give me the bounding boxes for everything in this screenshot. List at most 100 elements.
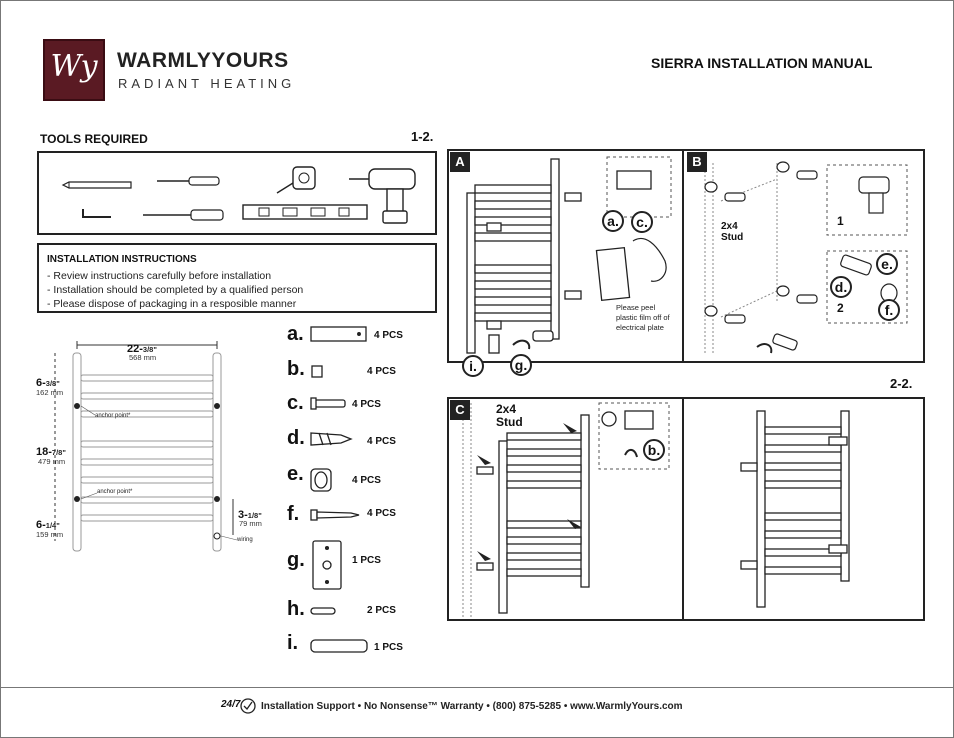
- part-qty: 4 PCS: [352, 475, 381, 486]
- part-qty: 1 PCS: [374, 642, 403, 653]
- small-screwdriver-icon: [157, 176, 220, 186]
- dim-width-fraction: 3/8": [142, 345, 157, 354]
- dim-right: 3-1/8": [238, 505, 262, 523]
- dim-middle-fraction: 7/8": [51, 448, 66, 457]
- dim-bottom-fraction: 1/4": [45, 521, 60, 530]
- instructions-box: INSTALLATION INSTRUCTIONS - Review instr…: [37, 243, 437, 313]
- part-c-screw-icon: [310, 397, 346, 410]
- dim-bottom: 6-1/4": [36, 515, 60, 533]
- support-badge: 24/7: [221, 699, 241, 710]
- brand-name: WARMLYYOURS: [117, 49, 289, 72]
- dim-top-mm: 162 mm: [36, 388, 64, 397]
- note-line: electrical plate: [616, 323, 664, 332]
- instructions-title: INSTALLATION INSTRUCTIONS: [47, 254, 197, 265]
- note-line: plastic film off of: [616, 313, 670, 322]
- level-icon: [242, 204, 368, 220]
- pencil-icon: [61, 181, 132, 189]
- panel-b-callout: d.: [830, 276, 852, 298]
- manual-title: SIERRA INSTALLATION MANUAL: [651, 55, 873, 71]
- tools-box: [37, 151, 437, 235]
- tools-illustration: [61, 166, 416, 224]
- step-2-label: 2-2.: [890, 376, 913, 391]
- panel-c-frame: [447, 397, 925, 621]
- part-a-bracket-icon: [310, 326, 367, 342]
- panel-c-tag: C: [450, 400, 470, 420]
- step-1-label: 1-2.: [411, 129, 434, 144]
- panel-b-tag: B: [687, 152, 707, 172]
- part-f-long-screw-icon: [310, 509, 360, 521]
- part-d-anchor-icon: [310, 432, 353, 446]
- stud-word: Stud: [721, 232, 744, 243]
- part-label: g.: [287, 549, 305, 571]
- dim-middle-mm: 479 mm: [38, 457, 66, 466]
- instruction-line: - Please dispose of packaging in a respo…: [47, 298, 297, 310]
- dim-right-fraction: 1/8": [247, 511, 262, 520]
- part-e-spacer-icon: [310, 468, 332, 492]
- panel-a-callout: g.: [510, 354, 532, 376]
- panel-a-callout: a.: [602, 210, 624, 232]
- dim-width: 22-3/8": [127, 339, 157, 357]
- stud-size: 2x4: [496, 402, 517, 416]
- logo-monogram: Wy: [50, 49, 98, 84]
- dim-top: 6-3/8": [36, 373, 60, 391]
- panel-b-callout: e.: [876, 253, 898, 275]
- part-label: b.: [287, 358, 305, 380]
- part-label: i.: [287, 632, 299, 654]
- note-line: Please peel: [616, 303, 656, 312]
- panel-divider: [682, 397, 684, 621]
- part-qty: 4 PCS: [367, 436, 396, 447]
- panel-b-callout: f.: [878, 299, 900, 321]
- dim-right-mm: 79 mm: [239, 519, 262, 528]
- footer-divider: [1, 687, 954, 688]
- panel-b-step-number: 2: [837, 301, 844, 315]
- part-qty: 4 PCS: [367, 366, 396, 377]
- part-label: e.: [287, 463, 304, 485]
- dim-right-inches: 3-: [238, 509, 248, 521]
- tools-heading: TOOLS REQUIRED: [40, 132, 148, 146]
- part-label: c.: [287, 392, 304, 414]
- allen-key-icon: [82, 209, 111, 218]
- dim-width-inches: 22-: [127, 343, 143, 355]
- panel-divider: [682, 149, 684, 363]
- dim-middle: 18-7/8": [36, 442, 66, 460]
- panel-c-callout: b.: [643, 439, 665, 461]
- part-h-plug-icon: [310, 607, 336, 615]
- panel-a-callout: i.: [462, 355, 484, 377]
- instruction-line: - Installation should be completed by a …: [47, 284, 304, 296]
- brand-logo: Wy: [43, 39, 105, 101]
- part-label: h.: [287, 598, 305, 620]
- part-qty: 2 PCS: [367, 605, 396, 616]
- large-screwdriver-icon: [143, 209, 224, 221]
- dim-width-mm: 568 mm: [129, 353, 157, 362]
- panel-a-note: Please peel plastic film off of electric…: [616, 303, 670, 333]
- dim-bottom-inches: 6-: [36, 519, 46, 531]
- part-g-electrical-plate-icon: [312, 540, 342, 590]
- anchor-point-label: anchor point*: [97, 489, 133, 495]
- panel-c-stud-label: 2x4 Stud: [496, 403, 523, 429]
- footer-contact: Installation Support • No Nonsense™ Warr…: [261, 701, 683, 712]
- anchor-point-label: anchor point*: [95, 413, 131, 419]
- wiring-label: wiring: [237, 537, 253, 543]
- dim-bottom-mm: 159 mm: [36, 530, 64, 539]
- part-b-setscrew-icon: [311, 365, 323, 378]
- panel-b-step-number: 1: [837, 214, 844, 228]
- part-qty: 4 PCS: [374, 330, 403, 341]
- part-qty: 4 PCS: [367, 508, 396, 519]
- dim-top-inches: 6-: [36, 377, 46, 389]
- panel-a-callout: c.: [631, 211, 653, 233]
- panel-ab-frame: [447, 149, 925, 363]
- dim-middle-inches: 18-: [36, 446, 52, 458]
- stud-word: Stud: [496, 415, 523, 429]
- brand-tagline: RADIANT HEATING: [118, 76, 296, 91]
- part-qty: 1 PCS: [352, 555, 381, 566]
- panel-a-tag: A: [450, 152, 470, 172]
- tape-measure-icon: [276, 166, 316, 194]
- panel-b-stud-label: 2x4 Stud: [721, 221, 743, 243]
